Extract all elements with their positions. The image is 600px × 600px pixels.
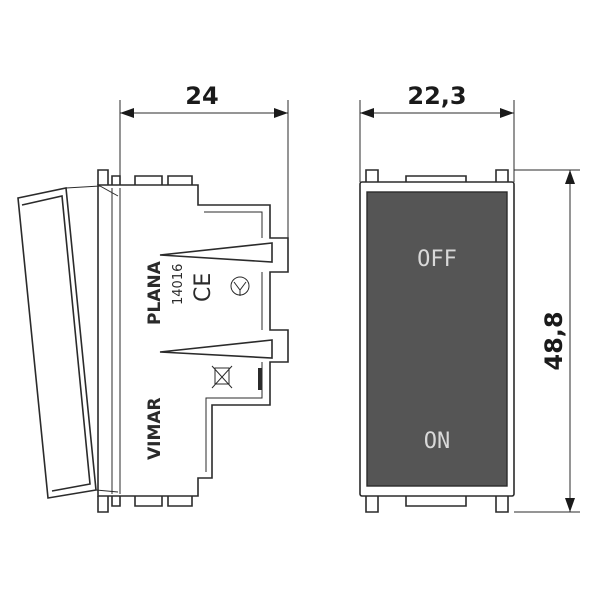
side-depth-value: 24 (185, 82, 218, 110)
front-view: OFF ON (359, 169, 515, 513)
front-width-value: 22,3 (407, 82, 466, 110)
bottom-tab-a (134, 496, 163, 507)
side-depth-dimension: 24 (119, 82, 289, 238)
product-code: 14016 (171, 264, 186, 305)
ground-symbol-icon (230, 276, 250, 296)
side-body-outline (97, 184, 289, 497)
ce-mark-icon: CE (191, 273, 216, 302)
weee-bin-icon (211, 365, 262, 390)
bottom-clip-left (97, 496, 109, 513)
bottom-clip-mid (111, 496, 121, 507)
top-tab-b (167, 175, 193, 185)
top-tab-a (134, 175, 163, 185)
side-view: PLANA 14016 VIMAR CE (17, 169, 289, 513)
top-clip-left (97, 169, 109, 185)
off-label: OFF (417, 247, 457, 272)
bottom-tab-b (167, 496, 193, 507)
rocker-paddle (17, 185, 119, 499)
front-height-dimension: 48,8 (514, 169, 580, 513)
terminal-wedge-lower (159, 339, 273, 359)
front-width-dimension: 22,3 (359, 82, 515, 182)
terminal-wedge-upper (159, 242, 273, 263)
front-height-value: 48,8 (540, 311, 568, 370)
on-label: ON (424, 429, 451, 454)
front-rocker-face (366, 191, 508, 487)
front-frame (359, 181, 515, 497)
brand-label: VIMAR (145, 397, 165, 460)
series-label: PLANA (145, 260, 165, 325)
top-clip-mid (111, 175, 121, 185)
